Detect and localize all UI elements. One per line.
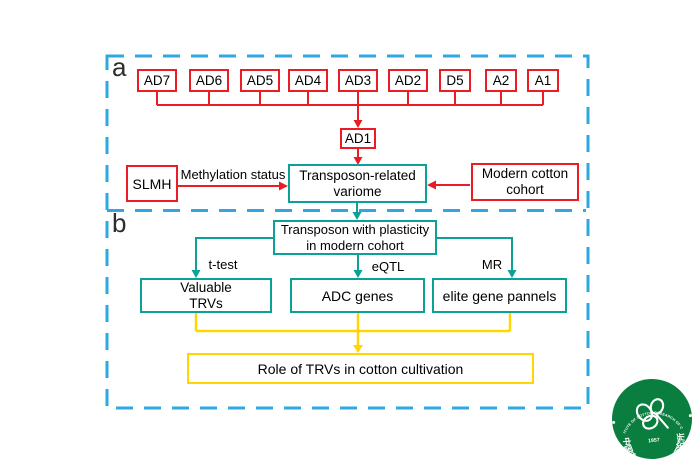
modern-cotton-cohort-box: Modern cotton cohort <box>471 163 579 201</box>
red-connectors <box>156 92 544 187</box>
seal-circle <box>612 379 692 459</box>
methylation-status-label: Methylation status <box>180 167 286 182</box>
plasticity-box: Transposon with plasticity in modern coh… <box>273 220 437 255</box>
slmh-box: SLMH <box>126 165 178 202</box>
role-of-trvs-box: Role of TRVs in cotton cultivation <box>187 353 534 384</box>
mr-label: MR <box>481 257 503 272</box>
eqtl-label: eQTL <box>371 259 405 274</box>
seal-year: 1957 <box>648 437 660 444</box>
red-arrowheads <box>279 120 436 191</box>
seal-clover-emblem <box>635 398 669 430</box>
yellow-arrowhead <box>353 345 363 353</box>
genome-box-ad7: AD7 <box>137 69 177 92</box>
yellow-connectors <box>194 313 512 345</box>
genome-box-d5: D5 <box>439 69 471 92</box>
panel-border <box>105 54 590 410</box>
genome-box-ad1: AD1 <box>340 128 376 149</box>
panel-b-label: b <box>112 208 127 238</box>
genome-box-ad3: AD3 <box>338 69 378 92</box>
genome-box-ad6: AD6 <box>189 69 229 92</box>
genome-box-ad2: AD2 <box>388 69 428 92</box>
genome-box-ad4: AD4 <box>288 69 328 92</box>
teal-connectors <box>195 203 513 270</box>
seal-left-dot <box>612 420 616 424</box>
t-test-label: t-test <box>208 257 238 272</box>
arrow-ttest-branch <box>195 237 274 270</box>
transposon-variome-box: Transposon-related variome <box>288 164 427 203</box>
arrow-mr-branch <box>436 237 513 270</box>
panel-a-label: a <box>112 52 127 82</box>
genome-box-a2: A2 <box>485 69 517 92</box>
adc-genes-box: ADC genes <box>290 278 425 313</box>
teal-arrowheads <box>191 212 517 278</box>
valuable-trvs-box: Valuable TRVs <box>140 278 272 313</box>
elite-gene-pannels-box: elite gene pannels <box>432 278 567 313</box>
seal-right-dot <box>688 414 692 418</box>
genome-box-a1: A1 <box>527 69 559 92</box>
genome-box-ad5: AD5 <box>240 69 280 92</box>
